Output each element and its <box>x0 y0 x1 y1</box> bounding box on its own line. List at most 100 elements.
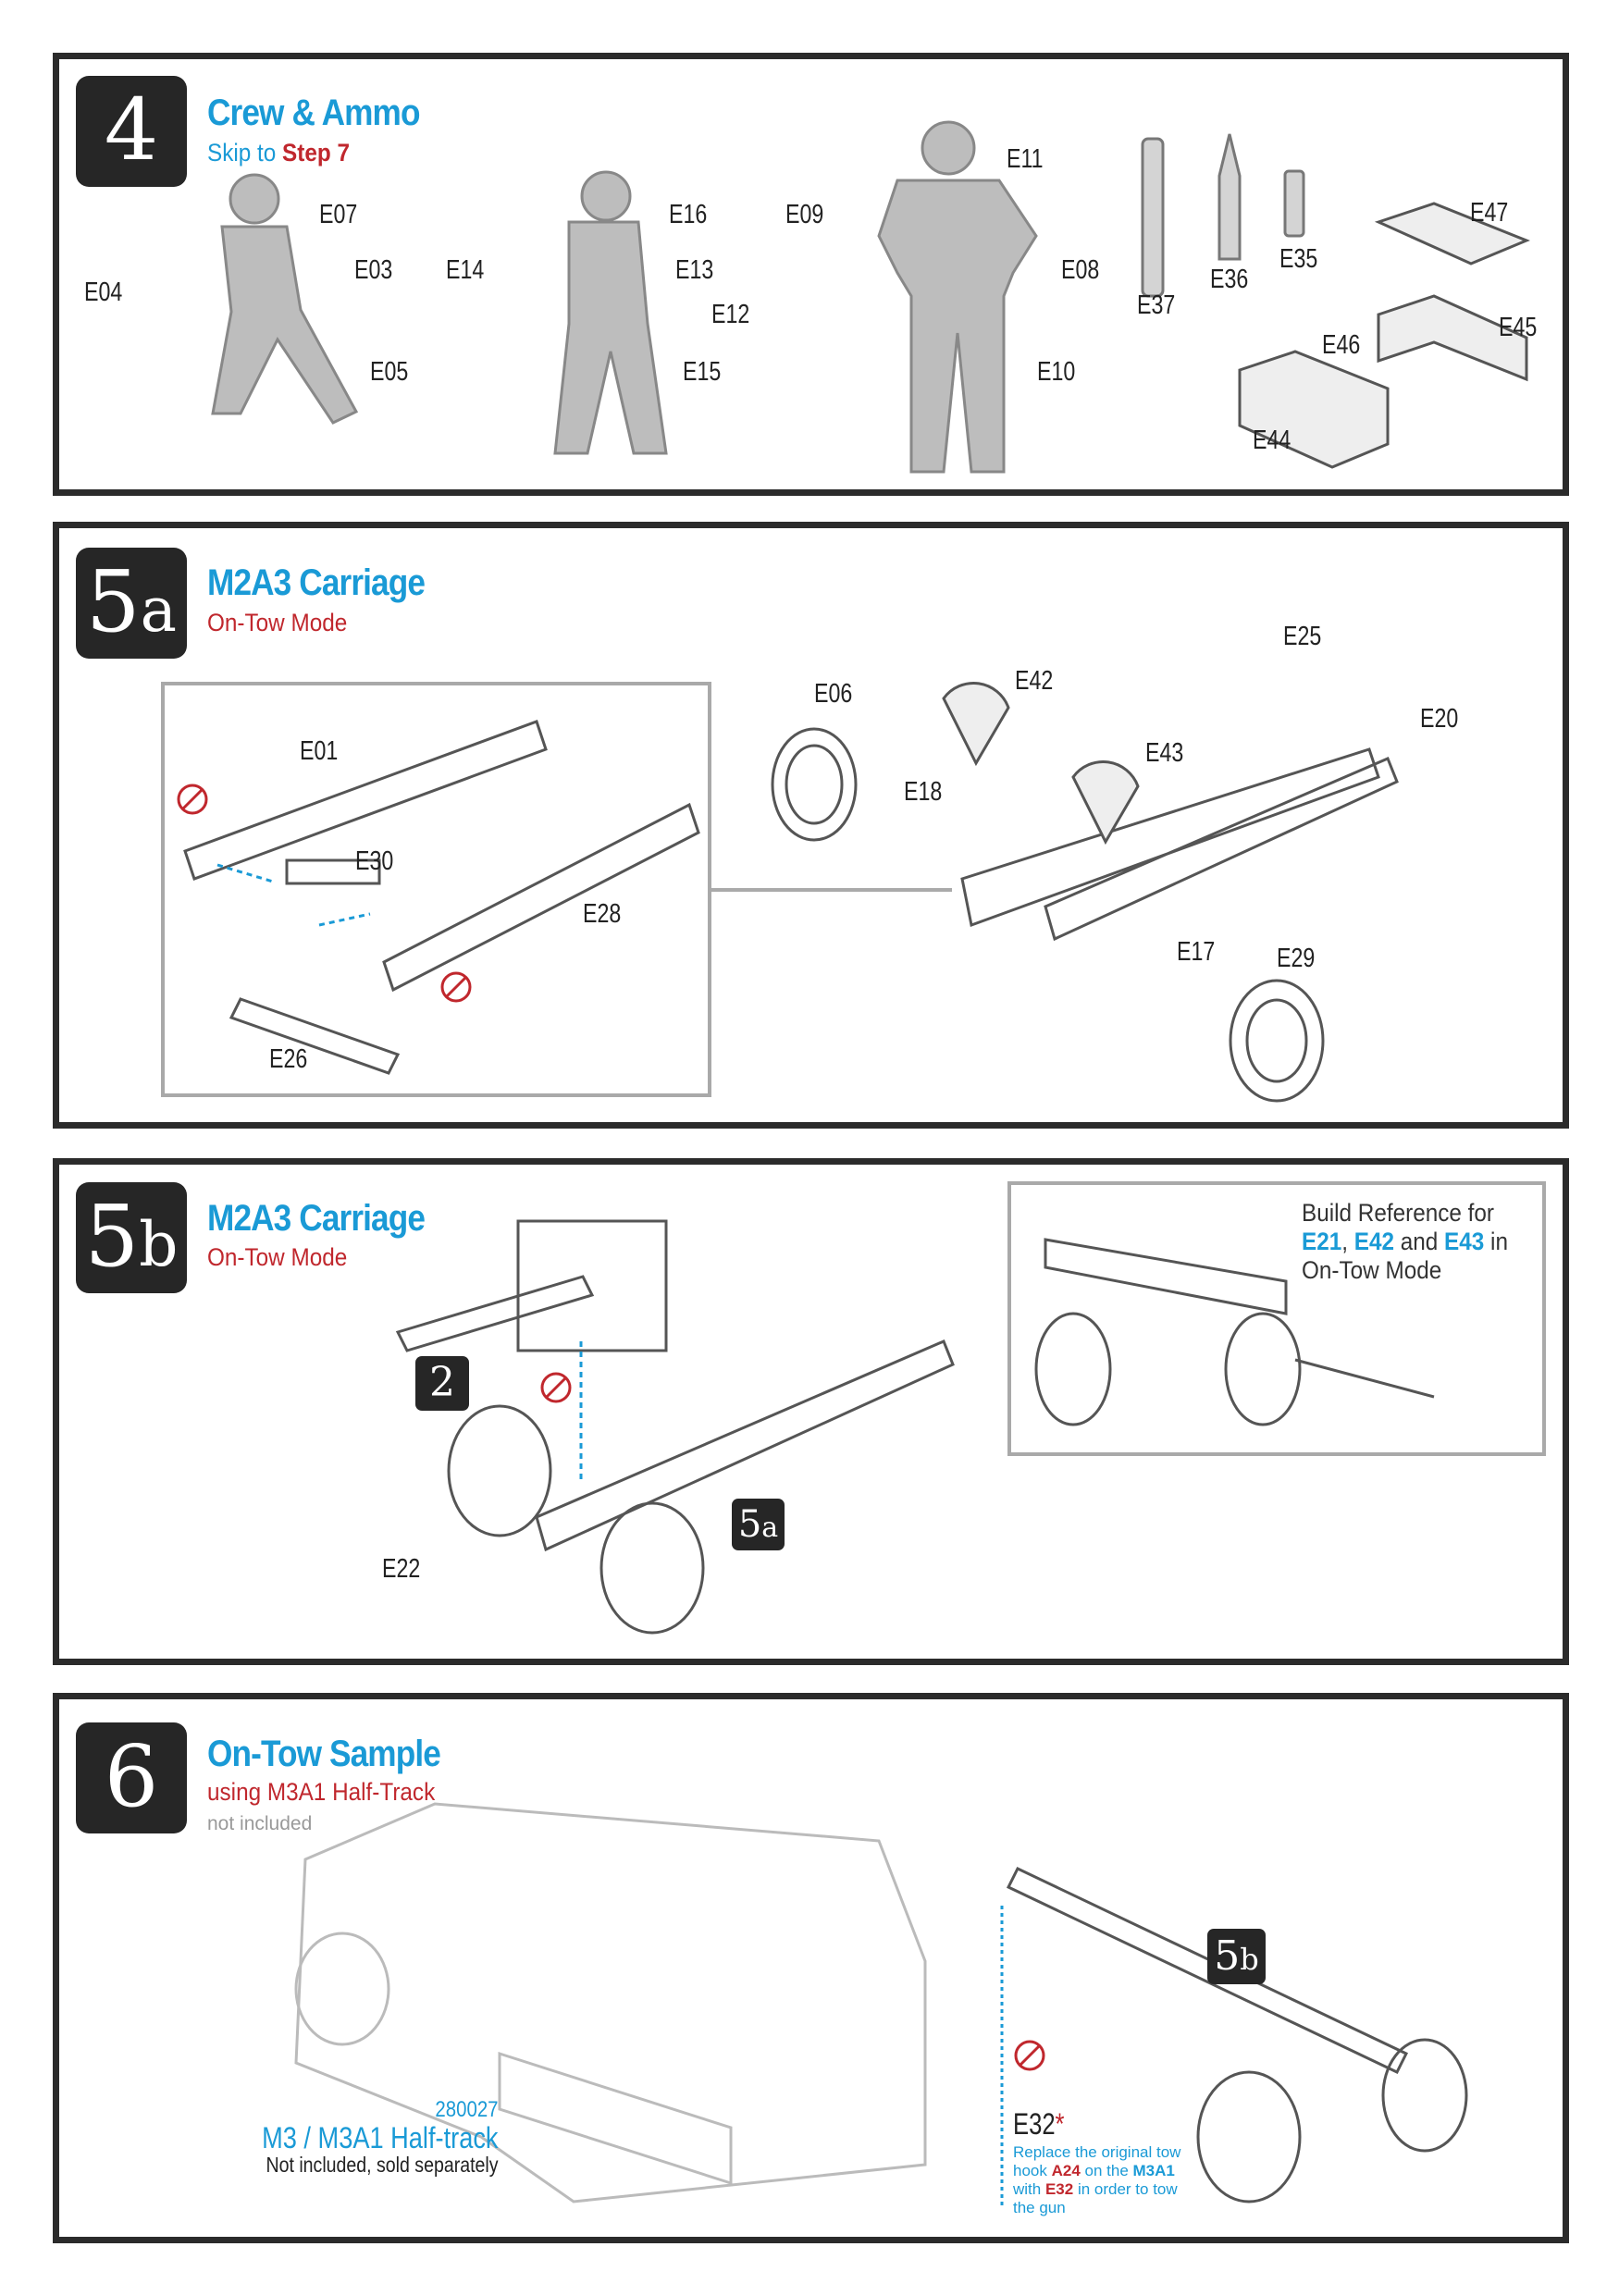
step-number-badge: 5a <box>76 548 187 659</box>
reference-line: On-Tow Mode <box>1302 1256 1442 1284</box>
part-label: E07 <box>319 200 358 229</box>
skip-step-link[interactable]: Step 7 <box>282 139 350 167</box>
badge-suffix: b <box>1240 1942 1259 1977</box>
step-suffix: a <box>140 574 177 646</box>
kit-name: M3 / M3A1 Half-track <box>262 2121 499 2154</box>
text: with <box>1013 2180 1045 2198</box>
ammo-box-e47 <box>1374 202 1530 265</box>
crew-figure-e16 <box>553 170 668 455</box>
part-label: E42 <box>1015 666 1054 696</box>
no-glue-icon <box>440 971 472 1003</box>
shell-e36 <box>1217 133 1242 261</box>
part-label: E45 <box>1499 313 1538 342</box>
part-label: E15 <box>683 357 722 387</box>
part-label: E13 <box>675 255 714 285</box>
trail-e01 <box>183 720 548 881</box>
part-ref: A24 <box>1051 2162 1081 2179</box>
part-label: E26 <box>269 1044 308 1074</box>
badge-number: 5 <box>737 1503 762 1546</box>
part-ref: E21 <box>1302 1228 1342 1255</box>
part-label: E43 <box>1145 738 1184 768</box>
skip-text: Skip to <box>207 139 283 167</box>
axle-e30 <box>285 858 381 885</box>
part-label: E05 <box>370 357 409 387</box>
sub-assembly-inset <box>161 682 711 1097</box>
badge-suffix: a <box>761 1512 779 1544</box>
step-reference-badge-2: 2 <box>415 1356 469 1411</box>
shell-e37 <box>1141 137 1165 298</box>
step-subtitle: using M3A1 Half-Track <box>207 1778 436 1806</box>
step-title: M2A3 Carriage <box>207 1198 426 1239</box>
part-label: E28 <box>583 899 622 929</box>
step-suffix: b <box>139 1209 179 1280</box>
no-glue-icon <box>177 784 208 815</box>
part-label: E14 <box>446 255 485 285</box>
tow-hook-instruction: Replace the original tow hook A24 on the… <box>1013 2143 1189 2217</box>
part-label: E30 <box>355 846 394 876</box>
reference-line: Build Reference for <box>1302 1199 1495 1227</box>
step-number: 5 <box>84 1187 140 1286</box>
gun-on-tow-drawing <box>1006 1867 1468 2203</box>
part-label: E36 <box>1210 265 1249 294</box>
part-label: E11 <box>1007 144 1044 174</box>
no-glue-icon <box>1014 2040 1045 2071</box>
gun-barrel-2 <box>395 1219 668 1352</box>
build-reference-text: Build Reference for E21, E42 and E43 in … <box>1302 1199 1508 1285</box>
part-ref: E42 <box>1353 1228 1394 1255</box>
part-label: E37 <box>1137 290 1176 320</box>
part-label: E08 <box>1061 255 1100 285</box>
badge-number: 5 <box>1214 1932 1241 1980</box>
part-e32-label: E32* <box>1013 2107 1065 2142</box>
crew-figure-e07 <box>211 173 359 425</box>
part-label: E10 <box>1037 357 1076 387</box>
wheel-e29 <box>1229 979 1325 1103</box>
sep: and <box>1393 1228 1445 1255</box>
step-5b-panel <box>53 1158 1569 1665</box>
part-label: E44 <box>1253 426 1291 455</box>
part-label: E06 <box>814 679 853 709</box>
part-label: E04 <box>84 278 123 307</box>
step-title: On-Tow Sample <box>207 1734 441 1774</box>
half-track-drawing <box>294 1802 927 2203</box>
part-label: E35 <box>1279 244 1318 274</box>
text: in order to tow the gun <box>1013 2180 1178 2216</box>
step-6-panel <box>53 1693 1569 2243</box>
crew-figure-e11 <box>877 120 1038 474</box>
assembly-guide-line <box>318 912 371 927</box>
trail-e28 <box>382 802 700 993</box>
wheel-e06 <box>771 727 858 842</box>
spade-e42 <box>942 682 1010 767</box>
part-label: E03 <box>354 255 393 285</box>
not-included-note: not included <box>207 1813 313 1834</box>
step-title: Crew & Ammo <box>207 93 420 133</box>
ammo-box-e45 <box>1377 294 1528 382</box>
part-label: E29 <box>1277 944 1316 973</box>
step-subtitle: On-Tow Mode <box>207 609 348 636</box>
part-label: E32 <box>1013 2107 1056 2141</box>
no-glue-icon <box>540 1372 572 1403</box>
kit-info: 280027 M3 / M3A1 Half-track Not included… <box>263 2097 499 2178</box>
asterisk: * <box>1055 2107 1065 2141</box>
part-label: E17 <box>1177 937 1216 967</box>
step-subtitle: Skip to Step 7 <box>207 139 350 167</box>
part-ref: E43 <box>1444 1228 1485 1255</box>
part-label: E18 <box>904 777 943 807</box>
step-reference-badge-5b: 5b <box>1207 1929 1266 1984</box>
step-number-badge: 6 <box>76 1722 187 1833</box>
casing-e35 <box>1283 169 1305 238</box>
carriage-5a <box>960 747 1399 942</box>
part-label: E12 <box>711 300 750 329</box>
sep: in <box>1484 1228 1508 1255</box>
part-label: E22 <box>382 1554 421 1584</box>
step-5a-panel <box>53 522 1569 1129</box>
part-label: E20 <box>1420 704 1459 734</box>
part-label: E01 <box>300 736 339 766</box>
sep: , <box>1341 1228 1354 1255</box>
text: Replace the original tow hook <box>1013 2143 1181 2179</box>
step-number-badge: 5b <box>76 1182 187 1293</box>
part-label: E16 <box>669 200 708 229</box>
part-label: E25 <box>1283 622 1322 651</box>
kit-number: 280027 <box>435 2097 499 2122</box>
spade-e43 <box>1071 760 1140 846</box>
